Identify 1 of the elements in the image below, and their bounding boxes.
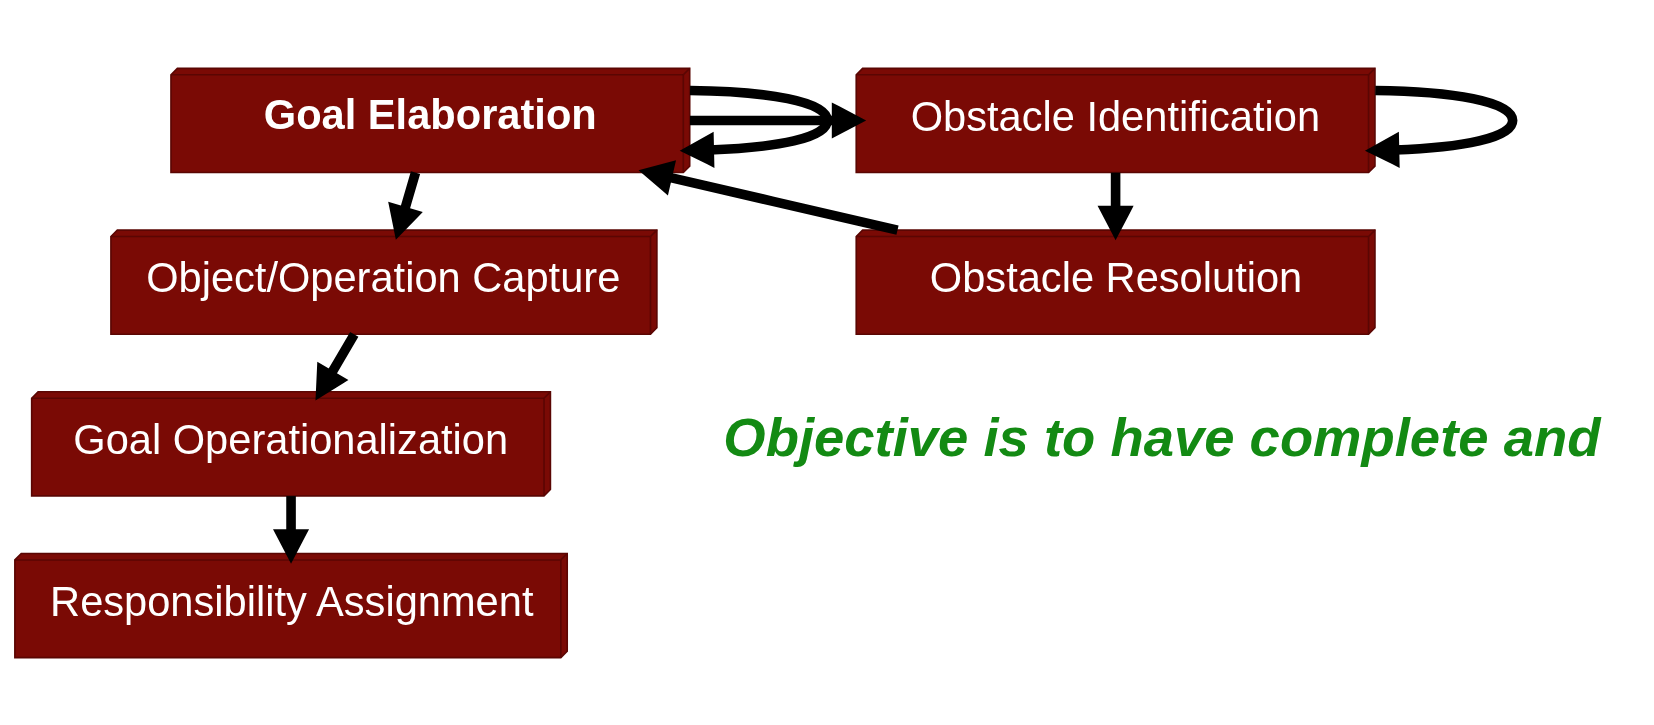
label: Objective is to have complete and xyxy=(723,406,1601,468)
